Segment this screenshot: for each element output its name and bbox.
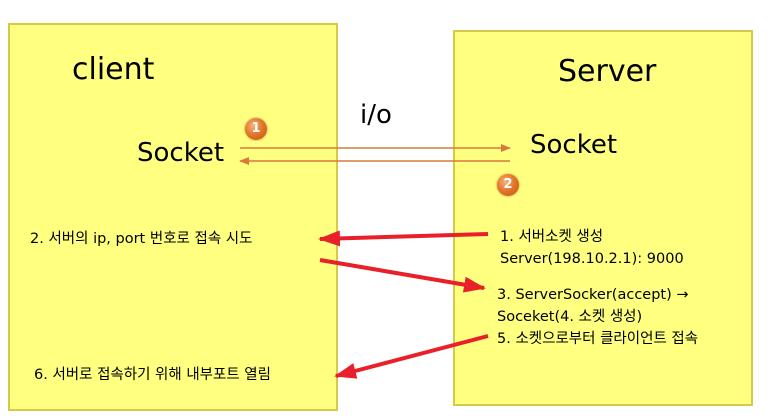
server-step-1: 1. 서버소켓 생성 xyxy=(500,229,604,245)
client-title: client xyxy=(72,52,155,87)
server-socket-label: Socket xyxy=(530,130,618,160)
arrow-port-open xyxy=(334,334,489,379)
server-title: Server xyxy=(558,54,657,89)
server-step-4: Soceket(4. 소켓 생성) xyxy=(497,309,643,325)
server-step-3: 3. ServerSocker(accept) → xyxy=(497,287,689,303)
client-step-6: 6. 서버로 접속하기 위해 내부포트 열림 xyxy=(34,367,271,383)
client-step-2: 2. 서버의 ip, port 번호로 접속 시도 xyxy=(30,231,253,247)
server-panel xyxy=(453,30,753,406)
step-badge-2: 2 xyxy=(497,174,519,196)
client-socket-label: Socket xyxy=(137,138,225,168)
server-step-5: 5. 소켓으로부터 클라이언트 접속 xyxy=(497,331,699,347)
arrow-accept xyxy=(319,258,486,293)
client-panel xyxy=(8,23,338,411)
server-address: Server(198.10.2.1): 9000 xyxy=(500,251,684,267)
io-label: i/o xyxy=(360,100,392,130)
step-badge-1: 1 xyxy=(245,118,267,140)
arrow-connect-request xyxy=(318,230,489,247)
